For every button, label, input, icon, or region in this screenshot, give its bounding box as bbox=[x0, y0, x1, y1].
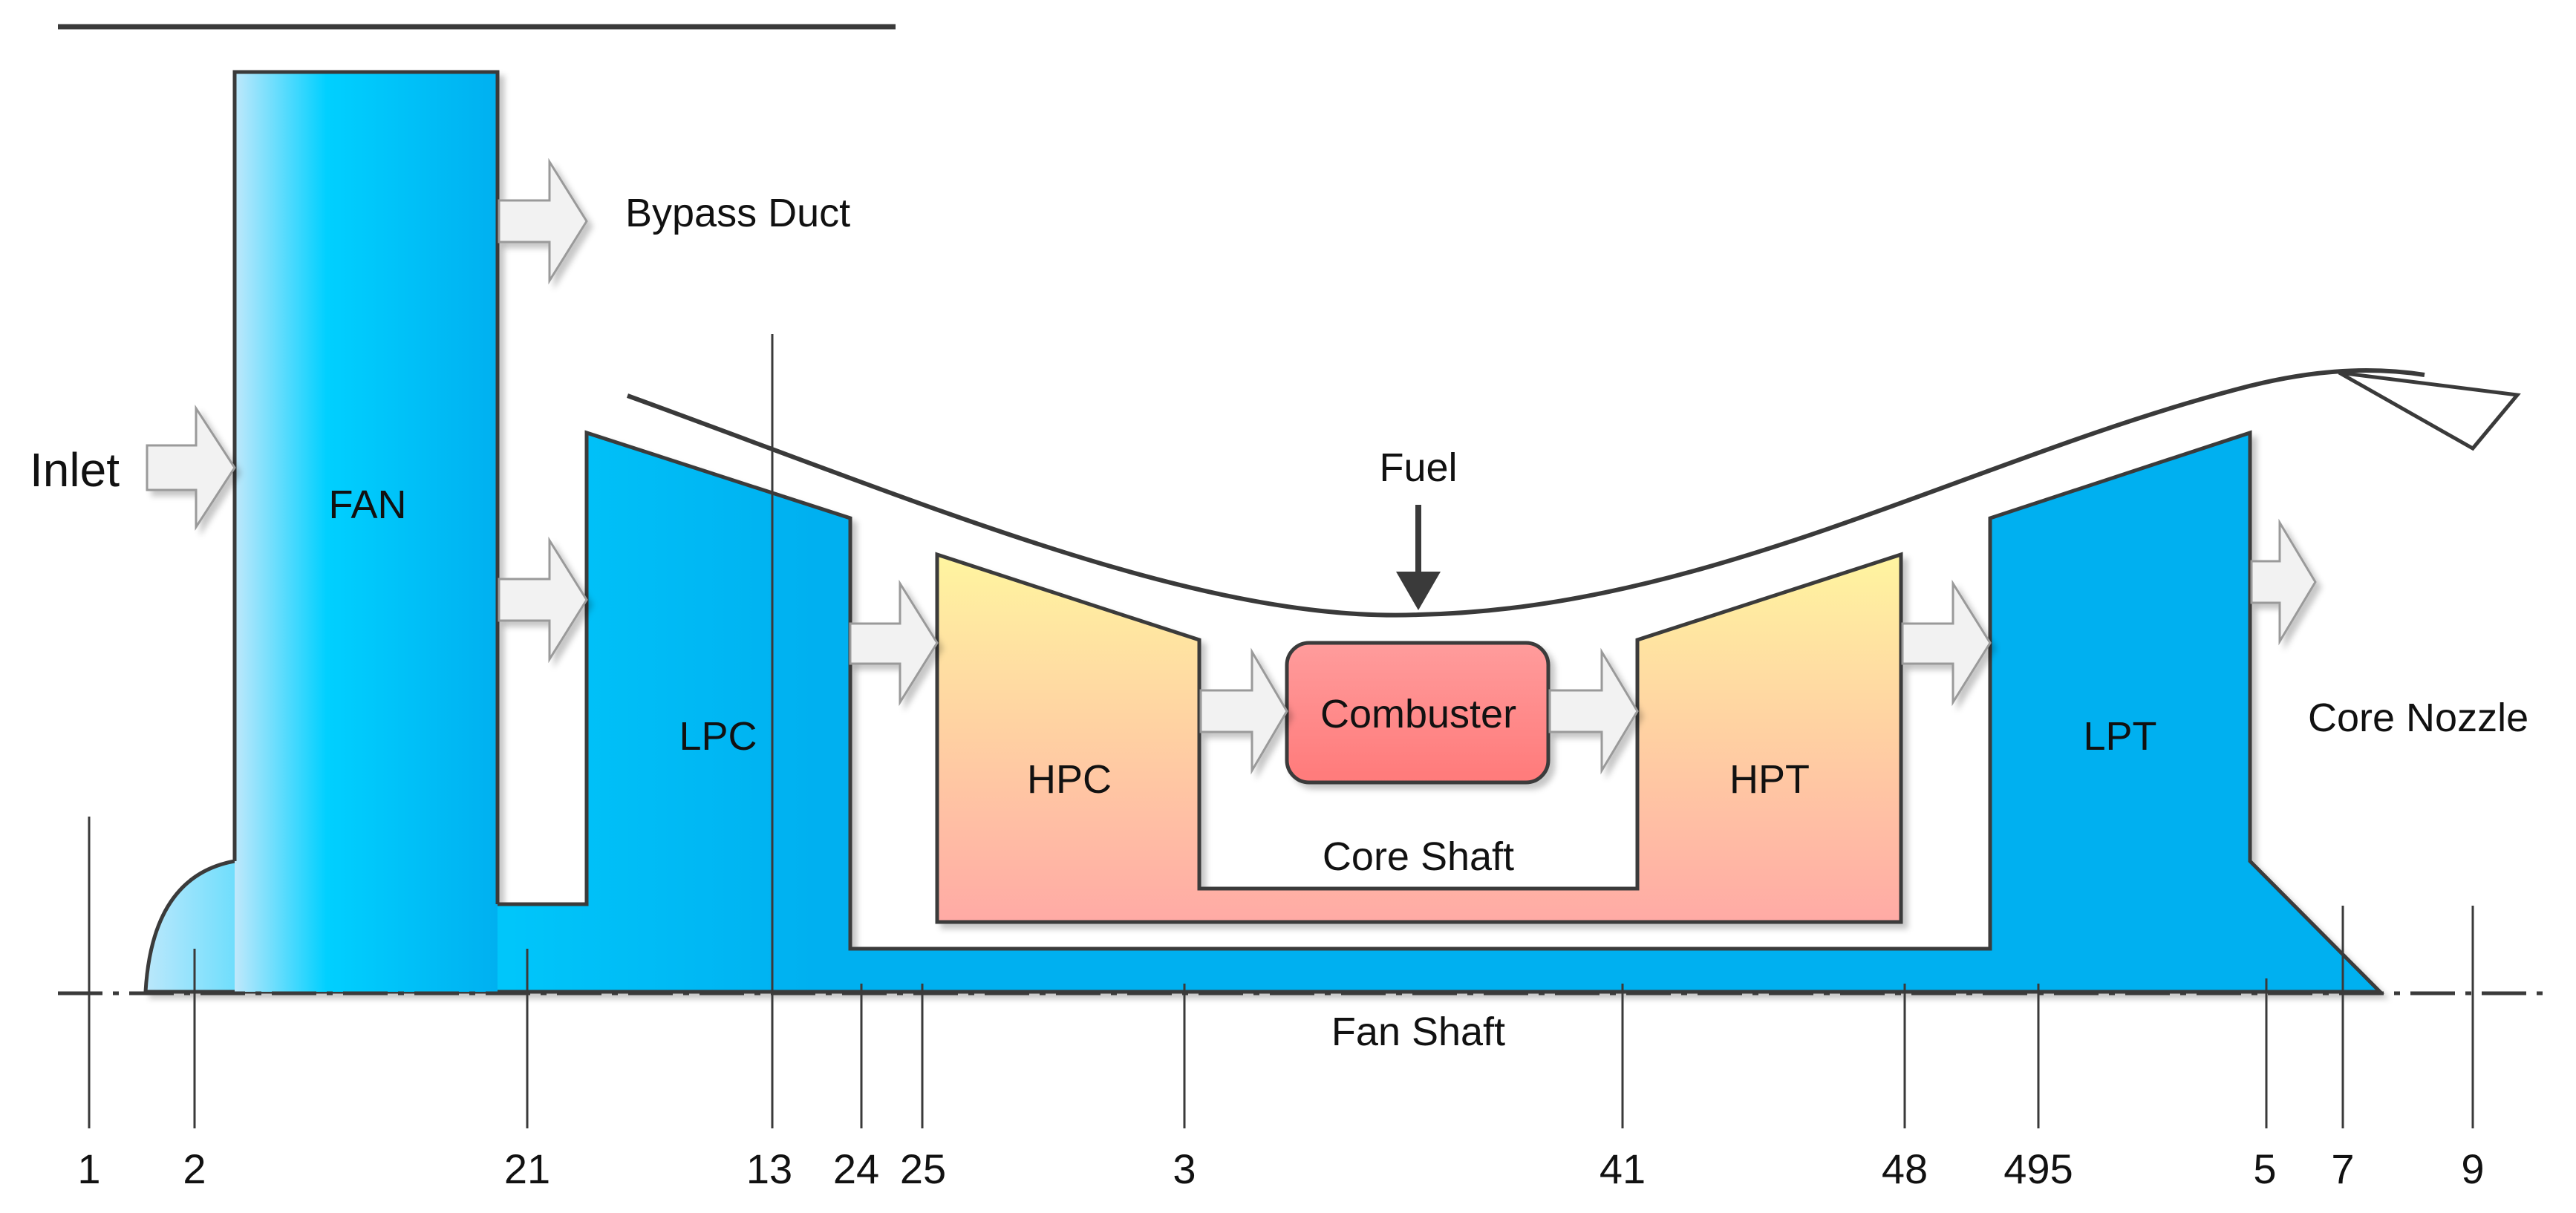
station-numbers: 1 2 21 13 24 25 3 41 48 495 5 7 9 bbox=[77, 1145, 2484, 1192]
hpc-to-combuster-arrow bbox=[1199, 647, 1288, 775]
station-number: 3 bbox=[1173, 1145, 1196, 1192]
combuster-to-hpt-arrow bbox=[1548, 647, 1639, 775]
station-number: 5 bbox=[2253, 1145, 2276, 1192]
nozzle-lip bbox=[2338, 370, 2521, 451]
station-number: 7 bbox=[2331, 1145, 2354, 1192]
station-number: 13 bbox=[746, 1145, 792, 1192]
station-number: 2 bbox=[183, 1145, 206, 1192]
lpc-label: LPC bbox=[679, 714, 757, 759]
fan-label: FAN bbox=[328, 483, 406, 527]
hpt-to-lpt-arrow bbox=[1901, 579, 1992, 707]
hpt-label: HPT bbox=[1729, 757, 1810, 802]
station-number: 24 bbox=[833, 1145, 879, 1192]
fuel-label: Fuel bbox=[1379, 445, 1457, 490]
combuster-label: Combuster bbox=[1320, 692, 1516, 736]
fan-shaft-label: Fan Shaft bbox=[1331, 1010, 1505, 1054]
core-nozzle-label: Core Nozzle bbox=[2308, 696, 2528, 740]
station-lines bbox=[88, 334, 2474, 1128]
fan-block bbox=[235, 72, 498, 992]
station-number: 1 bbox=[77, 1145, 100, 1192]
core-casing-curve bbox=[626, 368, 2425, 618]
station-number: 41 bbox=[1600, 1145, 1646, 1192]
bypass-duct-label: Bypass Duct bbox=[625, 191, 850, 235]
core-compressor-turbine bbox=[935, 552, 1903, 924]
engine-body-outline bbox=[143, 70, 2385, 994]
bypass-flow-arrow bbox=[498, 157, 588, 285]
core-exhaust-arrow bbox=[2250, 518, 2317, 646]
fan-to-lpc-arrow bbox=[498, 536, 588, 664]
station-number: 48 bbox=[1882, 1145, 1928, 1192]
fuel-arrow-head bbox=[1396, 572, 1441, 610]
inlet-flow-arrow bbox=[146, 404, 236, 532]
core-shaft-label: Core Shaft bbox=[1323, 834, 1514, 879]
hpc-label: HPC bbox=[1027, 757, 1112, 802]
flow-arrows bbox=[146, 157, 2317, 775]
lpt-label: LPT bbox=[2083, 714, 2156, 759]
station-number: 25 bbox=[900, 1145, 946, 1192]
inlet-label: Inlet bbox=[30, 443, 120, 497]
station-number: 495 bbox=[2003, 1145, 2073, 1192]
station-number: 21 bbox=[504, 1145, 550, 1192]
station-number: 9 bbox=[2461, 1145, 2484, 1192]
lpc-to-hpc-arrow bbox=[849, 579, 939, 707]
